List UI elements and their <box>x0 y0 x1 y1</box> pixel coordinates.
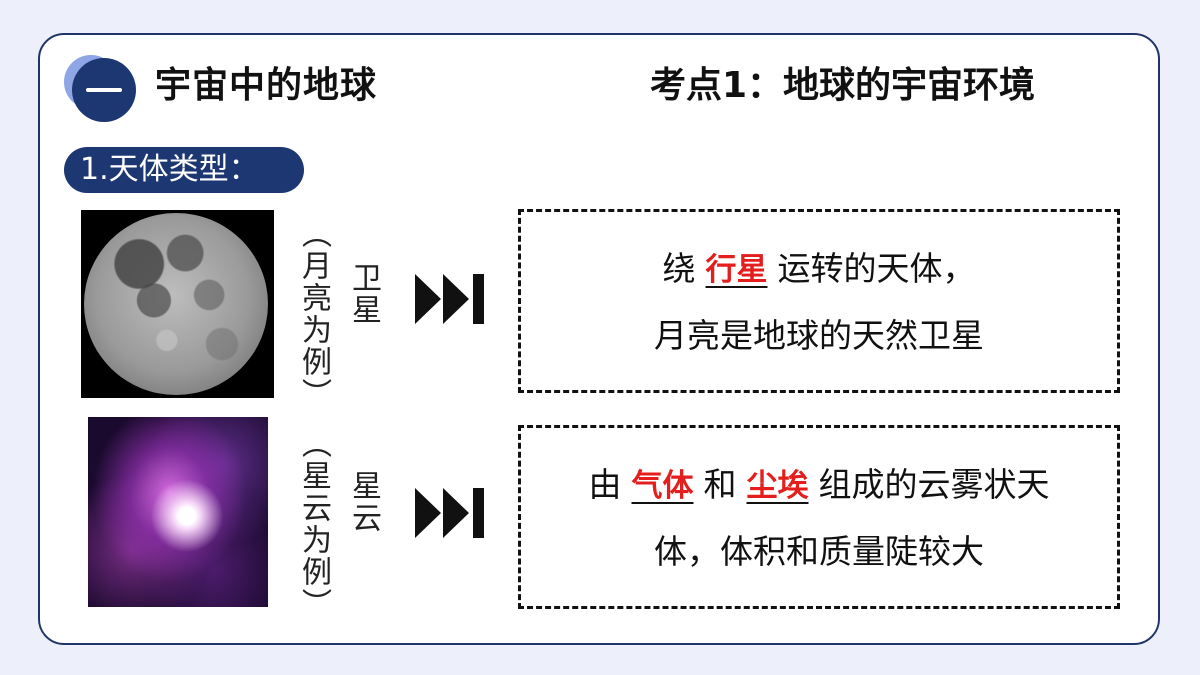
fast-forward-icon <box>415 274 484 324</box>
definition-line: 月亮是地球的天然卫星 <box>654 316 984 355</box>
fast-forward-icon <box>415 488 484 538</box>
topic-title: 考点1：地球的宇宙环境 <box>650 65 1036 106</box>
subheading-pill: 1.天体类型： <box>64 147 304 193</box>
example-label-nebula: （星云为例） <box>296 428 331 620</box>
definition-line: 体，体积和质量陡较大 <box>654 532 984 571</box>
moon-disc <box>84 213 268 395</box>
type-label-nebula: 星云 <box>346 470 381 534</box>
answer-blank: 气体 <box>631 468 694 504</box>
section-title: 宇宙中的地球 <box>155 65 378 106</box>
definition-box-satellite: 绕行星运转的天体， 月亮是地球的天然卫星 <box>518 209 1120 393</box>
definition-text: 绕 <box>662 249 696 288</box>
section-number-one-icon <box>86 88 122 92</box>
section-badge <box>72 58 136 122</box>
type-label-satellite: 卫星 <box>346 262 381 326</box>
definition-box-nebula: 由气体和尘埃组成的云雾状天 体，体积和质量陡较大 <box>518 425 1120 609</box>
answer-blank: 行星 <box>705 252 768 288</box>
definition-text: 运转的天体， <box>777 249 976 288</box>
answer-blank: 尘埃 <box>746 468 809 504</box>
definition-text: 组成的云雾状天 <box>818 465 1050 504</box>
definition-text: 由 <box>588 465 622 504</box>
moon-photo <box>81 210 274 398</box>
nebula-photo <box>88 417 268 607</box>
definition-text: 和 <box>703 465 737 504</box>
example-label-moon: （月亮为例） <box>296 218 331 410</box>
definition-line: 由气体和尘埃组成的云雾状天 <box>521 452 1117 519</box>
definition-line: 绕行星运转的天体， <box>521 236 1117 303</box>
